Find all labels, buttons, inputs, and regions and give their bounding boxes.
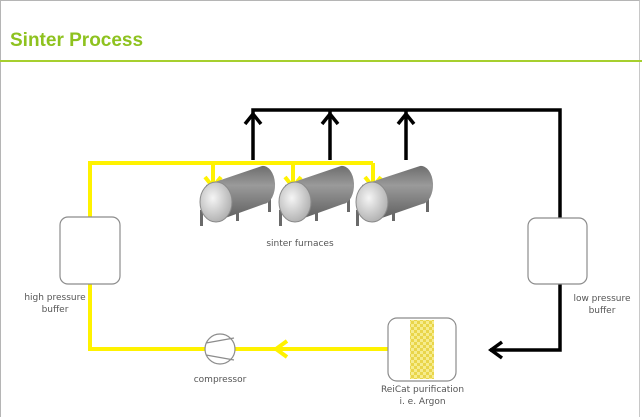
purification-unit (387, 317, 457, 382)
slide-title: Sinter Process (10, 30, 144, 51)
high-pressure-buffer (59, 216, 121, 285)
sinter-furnaces-label: sinter furnaces (266, 239, 334, 249)
low-pressure-buffer (527, 217, 588, 285)
low-pressure-buffer-label: low pressure buffer (573, 294, 631, 316)
purification-label: ReiCat purification i. e. Argon (380, 385, 465, 407)
sinter-furnace-2 (278, 165, 355, 226)
sinter-furnace-1 (199, 165, 276, 226)
compressor-icon (204, 333, 236, 365)
sinter-furnace-3 (355, 165, 434, 226)
title-divider (0, 60, 642, 62)
return-gas-line (251, 108, 562, 352)
compressor-label: compressor (193, 375, 247, 385)
high-pressure-buffer-label: high pressure buffer (24, 293, 86, 315)
slide-header: Sinter Process (0, 0, 642, 62)
return-arrowheads (243, 111, 504, 360)
